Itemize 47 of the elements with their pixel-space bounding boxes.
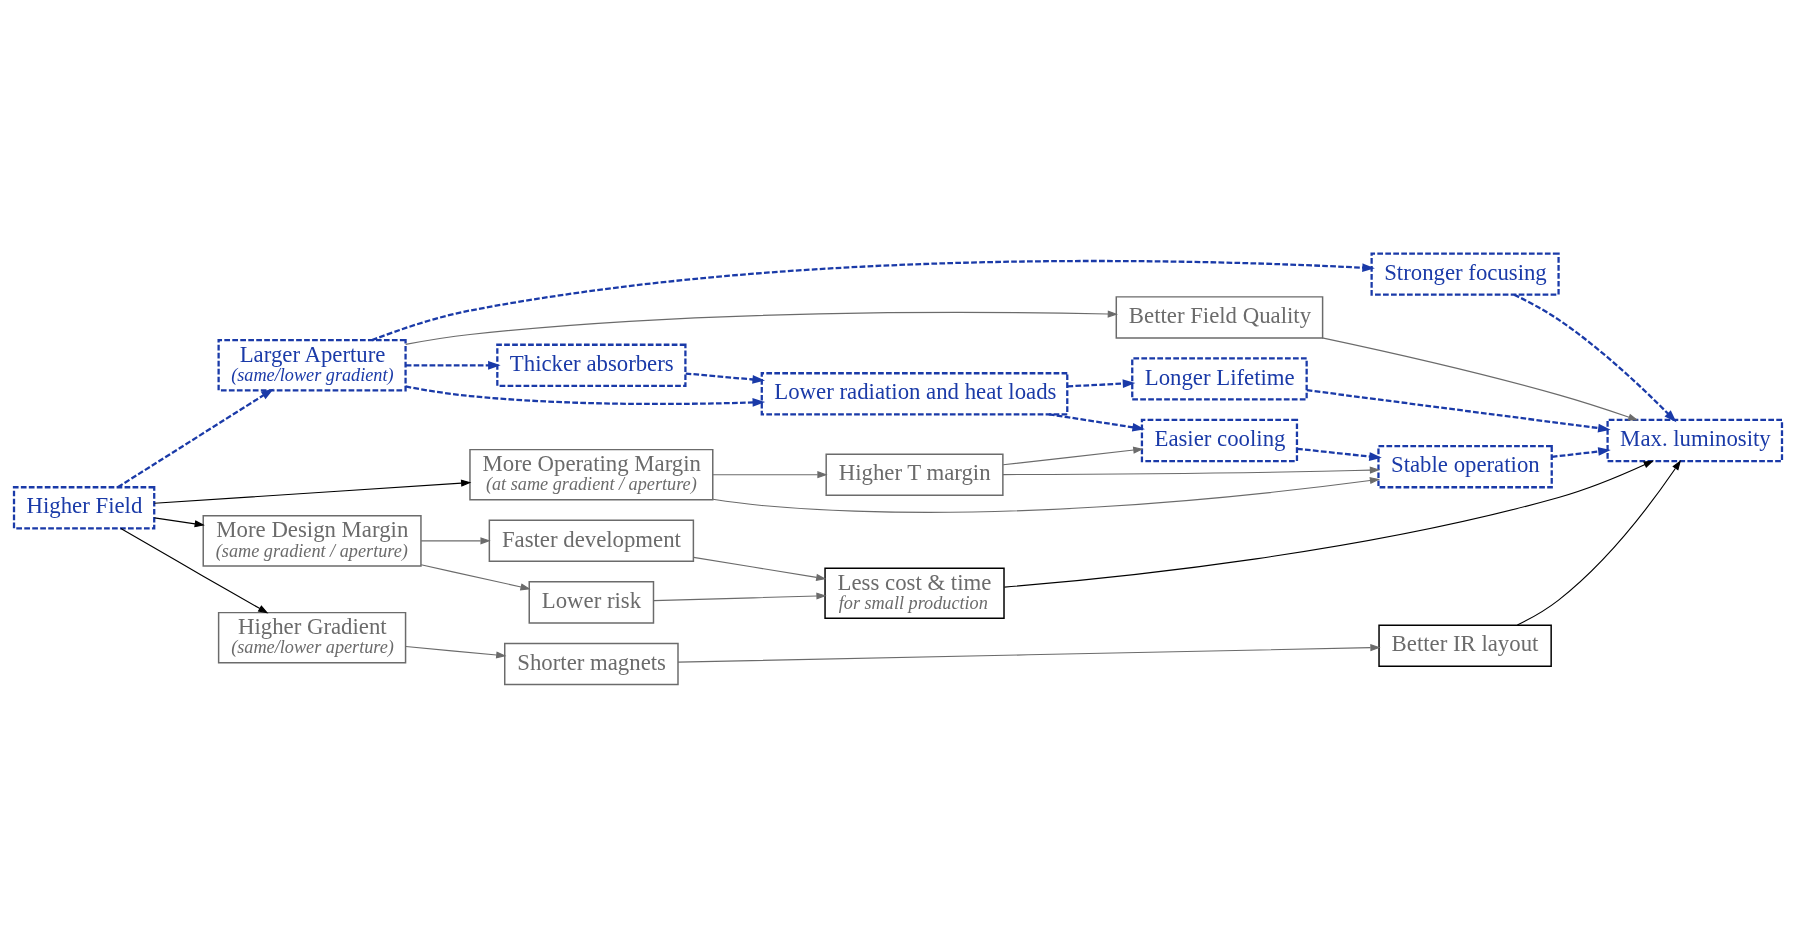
node-box: Max. luminosity <box>1606 418 1784 463</box>
node-box: Higher Field <box>12 486 156 530</box>
arrow <box>420 537 491 545</box>
arrow <box>1321 337 1639 421</box>
node-box: Thicker absorbers <box>496 343 687 387</box>
arrow <box>1002 466 1381 476</box>
arrow <box>405 385 766 407</box>
node-box: Easier cooling <box>1140 418 1299 463</box>
arrow <box>1551 447 1611 458</box>
arrow <box>1003 460 1654 588</box>
arrow <box>405 310 1118 345</box>
node-box: Stable operation <box>1377 445 1553 489</box>
node-box: More Operating Margin (at same gradient / aperture) <box>469 448 714 501</box>
arrow <box>677 644 1381 663</box>
arrow <box>712 471 828 479</box>
arrow <box>120 527 269 614</box>
arrow <box>405 360 501 370</box>
arrow <box>1306 389 1611 433</box>
arrow <box>693 556 827 581</box>
arrow <box>420 564 531 591</box>
arrow <box>1067 379 1136 389</box>
arrow <box>685 372 766 384</box>
arrow <box>653 592 827 602</box>
node-box: Higher Gradient (same/lower aperture) <box>217 611 407 664</box>
arrow <box>153 479 472 504</box>
arrow <box>712 477 1381 513</box>
node-box: Longer Lifetime <box>1131 357 1308 401</box>
arrow <box>371 259 1375 342</box>
arrow <box>1513 293 1677 423</box>
node-box: Better IR layout <box>1378 624 1552 667</box>
node-box: Higher T margin <box>825 453 1004 496</box>
arrow <box>153 517 205 528</box>
arrow <box>1048 413 1145 432</box>
node-box: Less cost & time for small production <box>824 567 1005 620</box>
node-box: Better Field Quality <box>1115 296 1324 339</box>
arrow <box>1516 460 1682 626</box>
node-box: Larger Aperture (same/lower gradient) <box>217 339 407 392</box>
arrow <box>117 388 274 488</box>
node-box: Faster development <box>488 519 695 563</box>
node-box: More Design Margin (same gradient / aperture) <box>202 515 422 567</box>
node-box: Lower risk <box>528 581 655 624</box>
node-box: Stronger focusing <box>1370 252 1560 296</box>
arrow <box>1002 446 1144 466</box>
arrow <box>1297 447 1382 461</box>
node-box: Shorter magnets <box>504 642 679 686</box>
arrow <box>405 645 507 659</box>
node-box: Lower radiation and heat loads <box>760 372 1069 416</box>
